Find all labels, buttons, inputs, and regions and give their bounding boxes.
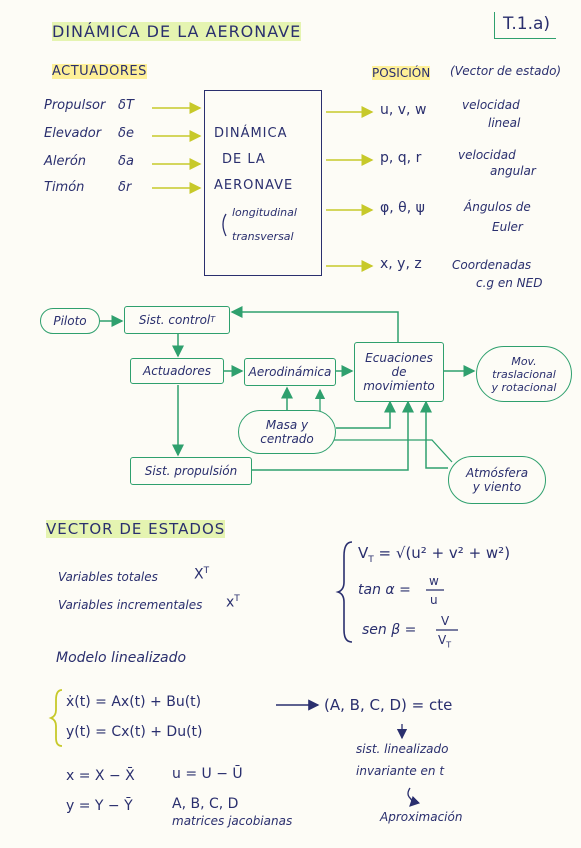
motion-output-line: traslacional <box>492 367 556 381</box>
mass-center-line: centrado <box>260 432 314 446</box>
output-desc: velocidad <box>458 148 516 162</box>
transpose-sup: T <box>234 594 240 604</box>
jacobian-note: matrices jacobianas <box>172 814 293 828</box>
motion-equations-line: movimiento <box>363 379 435 393</box>
output-desc: angular <box>490 164 536 178</box>
mass-center-line: Masa y <box>265 418 309 432</box>
propulsion-node: Sist. propulsión <box>130 457 252 485</box>
output-vars: x, y, z <box>380 256 422 272</box>
atmosphere-line: y viento <box>472 480 522 494</box>
motion-output-node: Mov. traslacional y rotacional <box>476 346 572 402</box>
tan-alpha-lhs: tan α = <box>358 582 411 598</box>
model-heading: Modelo linealizado <box>56 650 187 666</box>
incremental-variables-symbol: xT <box>226 594 240 611</box>
transpose-sup: T <box>203 566 210 576</box>
incremental-variables-label: Variables incrementales <box>58 598 203 612</box>
aerodynamics-node: Aerodinámica <box>244 358 336 386</box>
output-equation: y(t) = Cx(t) + Du(t) <box>66 724 203 740</box>
dynamics-box-line: AERONAVE <box>214 178 294 193</box>
sen-beta-lhs: sen β = <box>362 622 417 638</box>
control-system-sup: T <box>210 315 216 324</box>
sen-beta-num: V <box>441 614 450 628</box>
actuator-symbol: δT <box>118 98 134 113</box>
page-title: DINÁMICA DE LA AERONAVE <box>52 22 302 41</box>
total-variables-symbol: XT <box>194 566 209 583</box>
actuator-symbol: δe <box>118 126 134 141</box>
mass-center-node: Masa y centrado <box>238 410 336 454</box>
input-deviation: u = U − Ū <box>172 766 243 782</box>
time-invariant-note: invariante en t <box>356 764 445 778</box>
state-deviation: x = X − X̄ <box>66 768 135 784</box>
dynamics-box <box>204 90 322 276</box>
matrices-label: A, B, C, D <box>172 796 239 812</box>
dynamics-longitudinal: longitudinal <box>232 206 297 219</box>
atmosphere-node: Atmósfera y viento <box>448 456 546 504</box>
linearized-note: sist. linealizado <box>356 742 449 756</box>
motion-equations-line: Ecuaciones <box>365 351 433 365</box>
vt-subscript: T <box>368 555 374 565</box>
output-desc: Ángulos de <box>464 200 531 214</box>
actuator-label: Timón <box>44 180 85 195</box>
state-equation: ẋ(t) = Ax(t) + Bu(t) <box>66 694 202 710</box>
output-desc: Coordenadas <box>452 258 532 272</box>
actuator-symbol: δa <box>118 154 134 169</box>
actuator-label: Elevador <box>44 126 102 141</box>
sen-beta-den: VT <box>438 633 451 649</box>
actuator-label: Alerón <box>44 154 87 169</box>
motion-output-line: Mov. <box>511 354 537 368</box>
motion-equations-node: Ecuaciones de movimiento <box>354 342 444 402</box>
approximation-note: Aproximación <box>380 810 463 824</box>
total-symbol: X <box>194 566 204 583</box>
tan-alpha-den: u <box>430 593 438 607</box>
pilot-node: Piloto <box>40 308 100 334</box>
output-deviation: y = Y − Ȳ <box>66 798 133 814</box>
position-note: (Vector de estado) <box>450 64 562 78</box>
actuator-symbol: δr <box>118 180 132 195</box>
output-vars: φ, θ, ψ <box>380 200 425 216</box>
actuators-heading: ACTUADORES <box>52 64 147 79</box>
vt-symbol: V <box>358 544 369 562</box>
dynamics-box-line: DINÁMICA <box>214 126 288 141</box>
position-heading: POSICIÓN <box>372 66 431 80</box>
control-system-label: Sist. control <box>138 313 211 327</box>
sen-beta-den-sub: T <box>446 640 452 650</box>
motion-equations-line: de <box>391 365 407 379</box>
output-desc: c.g en NED <box>476 276 543 290</box>
output-vars: u, v, w <box>380 102 427 118</box>
vt-rhs: = √(u² + v² + w²) <box>378 544 511 562</box>
vt-equation: VT = √(u² + v² + w²) <box>358 544 510 565</box>
output-desc: lineal <box>488 116 521 130</box>
total-variables-label: Variables totales <box>58 570 158 584</box>
output-vars: p, q, r <box>380 150 422 166</box>
states-heading: VECTOR DE ESTADOS <box>46 520 226 538</box>
atmosphere-line: Atmósfera <box>465 466 529 480</box>
topic-code: T.1.a) <box>494 12 557 39</box>
output-desc: velocidad <box>462 98 520 112</box>
dynamics-box-line: DE LA <box>222 152 266 167</box>
actuator-label: Propulsor <box>44 98 106 113</box>
incremental-symbol: x <box>226 594 235 611</box>
actuators-node: Actuadores <box>130 358 224 384</box>
output-desc: Euler <box>492 220 523 234</box>
sen-beta-den-symbol: V <box>438 633 447 647</box>
motion-output-line: y rotacional <box>491 380 557 394</box>
dynamics-transversal: transversal <box>232 230 294 243</box>
tan-alpha-num: w <box>429 574 439 588</box>
constant-matrices: (A, B, C, D) = cte <box>324 696 453 714</box>
